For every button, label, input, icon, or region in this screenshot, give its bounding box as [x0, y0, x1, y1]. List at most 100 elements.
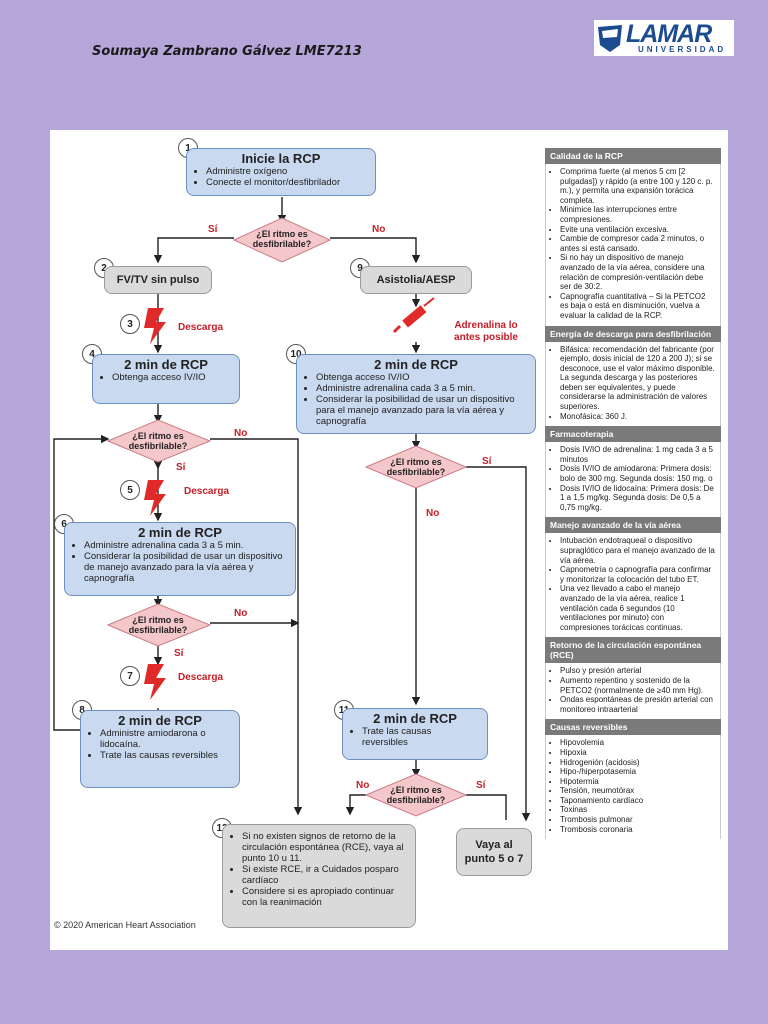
decision-1-text: ¿El ritmo es desfibrilable?: [252, 229, 312, 249]
sidebar-item: Comprima fuerte (al menos 5 cm [2 pulgad…: [560, 167, 715, 205]
sidebar-heading: Energía de descarga para desfibrilación: [545, 325, 721, 342]
author-name: Soumaya Zambrano Gálvez LME7213: [92, 44, 362, 59]
label-no-5: No: [356, 780, 370, 791]
list-item: Si no existen signos de retorno de la ci…: [242, 831, 407, 864]
step-3: 3: [120, 314, 140, 334]
decision-2: [106, 419, 212, 463]
sidebar-item: Evite una ventilación excesiva.: [560, 225, 715, 235]
logo-sub: UNIVERSIDAD: [638, 45, 727, 54]
sidebar-item: Toxinas: [560, 805, 715, 815]
list-item: Trate las causas reversibles: [100, 750, 231, 761]
sidebar-item: Si no hay un dispositivo de manejo avanz…: [560, 253, 715, 291]
list-item: Si existe RCE, ir a Cuidados posparo car…: [242, 864, 407, 886]
list-item: Obtenga acceso IV/IO: [316, 372, 527, 383]
box-cpr-11: 2 min de RCP Trate las causas reversible…: [342, 708, 488, 760]
shock-label-5: Descarga: [184, 486, 230, 497]
step-5: 5: [120, 480, 140, 500]
algorithm-card: 1 Inicie la RCP Administre oxígenoConect…: [50, 130, 728, 950]
box-cpr-6: 2 min de RCP Administre adrenalina cada …: [64, 522, 296, 596]
copyright: © 2020 American Heart Association: [54, 920, 196, 930]
box-title: 2 min de RCP: [374, 357, 458, 372]
label-si-3: Sí: [482, 456, 492, 467]
box-title: 2 min de RCP: [138, 525, 222, 540]
sidebar-item: Dosis IV/IO de amiodarona: Primera dosis…: [560, 464, 715, 483]
sidebar-heading: Manejo avanzado de la vía aérea: [545, 517, 721, 534]
box-cpr-8: 2 min de RCP Administre amiodarona o lid…: [80, 710, 240, 788]
sidebar-item: Intubación endotraqueal o dispositivo su…: [560, 536, 715, 565]
sidebar-item: Hipo-/hiperpotasemia: [560, 767, 715, 777]
decision-1: [232, 217, 332, 263]
label-si-4: Sí: [174, 648, 184, 659]
step-7: 7: [120, 666, 140, 686]
box-goto: Vaya al punto 5 o 7: [456, 828, 532, 876]
list-item: Administre adrenalina cada 3 a 5 min.: [316, 383, 527, 394]
decision-2-text: ¿El ritmo es desfibrilable?: [128, 431, 188, 451]
decision-4: [106, 603, 212, 647]
sidebar-item: Una vez llevado a cabo el manejo avanzad…: [560, 584, 715, 632]
sidebar-heading: Calidad de la RCP: [545, 148, 721, 164]
label-si-1: Sí: [208, 224, 218, 235]
syringe-icon: [392, 297, 435, 334]
list-item: Administre oxígeno: [206, 166, 367, 177]
box-final: Si no existen signos de retorno de la ci…: [222, 824, 416, 928]
sidebar-item: Hipotermia: [560, 777, 715, 787]
decision-3-text: ¿El ritmo es desfibrilable?: [386, 457, 446, 477]
shock-label-7: Descarga: [178, 672, 224, 683]
label-no-3: No: [426, 508, 440, 519]
sidebar-item: Tensión, neumotórax: [560, 786, 715, 796]
list-item: Administre amiodarona o lidocaína.: [100, 728, 231, 750]
sidebar-item: Minimice las interrupciones entre compre…: [560, 205, 715, 224]
sidebar-item: Capnografía cuantitativa – Si la PETCO2 …: [560, 292, 715, 321]
shock-label-3: Descarga: [178, 322, 224, 333]
sidebar-item: Pulso y presión arterial: [560, 666, 715, 676]
box-title: 2 min de RCP: [118, 713, 202, 728]
sidebar-item: Monofásica: 360 J.: [560, 412, 715, 422]
decision-4-text: ¿El ritmo es desfibrilable?: [128, 615, 188, 635]
sidebar-item: Bifásica: recomendación del fabricante (…: [560, 345, 715, 412]
sidebar: Calidad de la RCP Comprima fuerte (al me…: [545, 148, 721, 840]
sidebar-item: Trombosis coronaria: [560, 825, 715, 835]
label-no-2: No: [234, 428, 248, 439]
sidebar-heading: Retorno de la circulación espontánea (RC…: [545, 637, 721, 664]
shield-icon: [598, 25, 622, 52]
label-si-2: Sí: [176, 462, 186, 473]
sidebar-item: Cambie de compresor cada 2 minutos, o an…: [560, 234, 715, 253]
sidebar-heading: Causas reversibles: [545, 719, 721, 736]
box-asystole: Asistolia/AESP: [360, 266, 472, 294]
list-item: Considerar la posibilidad de usar un dis…: [84, 551, 287, 584]
box-start-cpr: Inicie la RCP Administre oxígenoConecte …: [186, 148, 376, 196]
list-item: Trate las causas reversibles: [362, 726, 479, 748]
sidebar-item: Trombosis pulmonar: [560, 815, 715, 825]
list-item: Administre adrenalina cada 3 a 5 min.: [84, 540, 287, 551]
box-title: Inicie la RCP: [241, 151, 321, 166]
flow-connectors: [53, 197, 531, 822]
list-item: Obtenga acceso IV/IO: [112, 372, 231, 383]
decision-5: [364, 773, 468, 817]
label-si-5: Sí: [476, 780, 486, 791]
box-cpr-10: 2 min de RCP Obtenga acceso IV/IOAdminis…: [296, 354, 536, 434]
sidebar-item: Hipovolemia: [560, 738, 715, 748]
label-no-4: No: [234, 608, 248, 619]
list-item: Considerar la posibilidad de usar un dis…: [316, 394, 527, 427]
bolt-icon-7: [144, 664, 166, 700]
sidebar-item: Ondas espontáneas de presión arterial co…: [560, 695, 715, 714]
bolt-icon-3: [144, 308, 166, 344]
box-cpr-4: 2 min de RCP Obtenga acceso IV/IO: [92, 354, 240, 404]
label-no-1: No: [372, 224, 386, 235]
sidebar-heading: Farmacoterapia: [545, 426, 721, 443]
sidebar-item: Hidrogenión (acidosis): [560, 758, 715, 768]
list-item: Conecte el monitor/desfibrilador: [206, 177, 367, 188]
box-title: 2 min de RCP: [124, 357, 208, 372]
sidebar-item: Taponamiento cardíaco: [560, 796, 715, 806]
adrenaline-label: Adrenalina lo antes posible: [454, 320, 518, 343]
logo-word: LAMAR: [626, 20, 712, 48]
sidebar-item: Capnometría o capnografía para confirmar…: [560, 565, 715, 584]
box-vf-vt: FV/TV sin pulso: [104, 266, 212, 294]
sidebar-item: Dosis IV/IO de lidocaína: Primera dosis:…: [560, 484, 715, 513]
sidebar-item: Aumento repentino y sostenido de la PETC…: [560, 676, 715, 695]
box-title: 2 min de RCP: [373, 711, 457, 726]
bolt-icon-5: [144, 480, 166, 516]
decision-3: [364, 445, 468, 489]
list-item: Considere si es apropiado continuar con …: [242, 886, 407, 908]
sidebar-item: Dosis IV/IO de adrenalina: 1 mg cada 3 a…: [560, 445, 715, 464]
